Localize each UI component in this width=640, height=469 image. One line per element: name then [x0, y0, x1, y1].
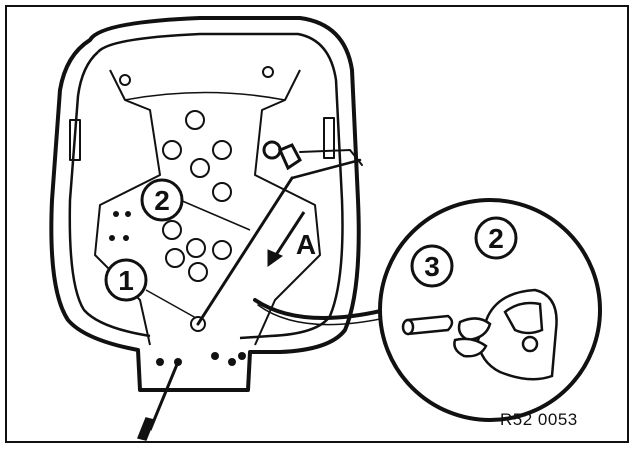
callout-2-detail-label: 2 — [488, 223, 504, 254]
callout-bubbles — [104, 178, 518, 302]
seat-dimples — [162, 110, 232, 332]
callout-2-label: 2 — [154, 185, 170, 216]
view-a-label: A — [296, 229, 316, 260]
callout-1-bubble — [104, 258, 148, 302]
callout-1-label: 1 — [118, 265, 134, 296]
screwdriver-tool — [136, 361, 180, 441]
cable-routing — [196, 140, 387, 326]
bracket-part — [453, 288, 558, 381]
callout-3-bubble — [410, 244, 454, 288]
callout-2-bubble — [140, 178, 184, 222]
callout-3-label: 3 — [424, 251, 440, 282]
pin-part — [401, 314, 454, 336]
callout-2-detail-bubble — [474, 216, 518, 260]
view-arrow-a — [267, 211, 306, 267]
reference-code: R52 0053 — [500, 410, 578, 429]
